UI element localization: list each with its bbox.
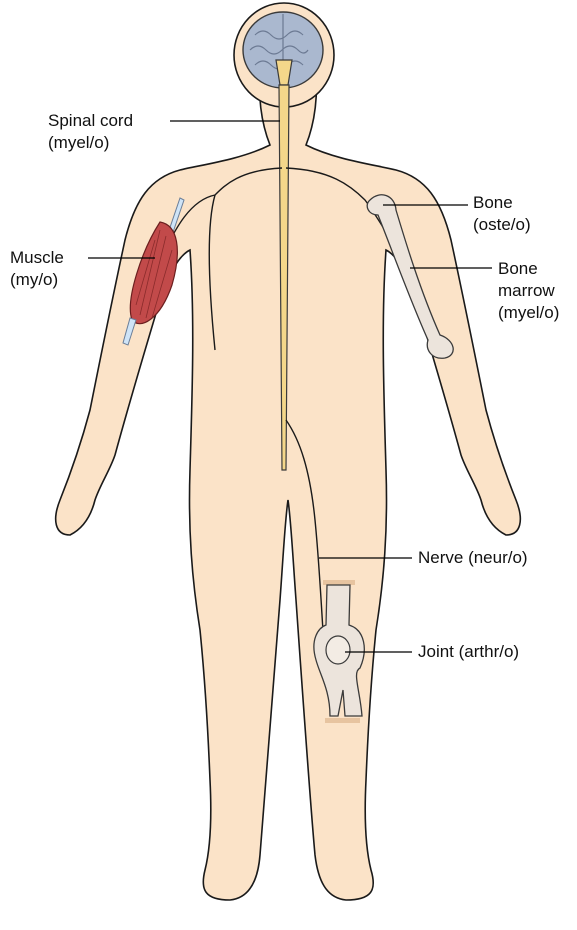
label-joint: Joint (arthr/o) bbox=[418, 641, 519, 663]
label-muscle-root: (my/o) bbox=[10, 269, 64, 291]
joint-femur-cap bbox=[323, 580, 355, 585]
label-nerve-text: Nerve (neur/o) bbox=[418, 547, 528, 569]
label-nerve: Nerve (neur/o) bbox=[418, 547, 528, 569]
label-joint-text: Joint (arthr/o) bbox=[418, 641, 519, 663]
label-bone-marrow-name-line1: Bone bbox=[498, 258, 559, 280]
label-muscle-name: Muscle bbox=[10, 247, 64, 269]
label-spinal-cord-root: (myel/o) bbox=[48, 132, 133, 154]
label-bone: Bone (oste/o) bbox=[473, 192, 531, 236]
label-bone-root: (oste/o) bbox=[473, 214, 531, 236]
label-spinal-cord-name: Spinal cord bbox=[48, 110, 133, 132]
label-bone-name: Bone bbox=[473, 192, 531, 214]
label-bone-marrow-name-line2: marrow bbox=[498, 280, 559, 302]
kneecap bbox=[326, 636, 350, 664]
joint-tibia-cap bbox=[325, 718, 360, 723]
label-bone-marrow: Bone marrow (myel/o) bbox=[498, 258, 559, 324]
label-spinal-cord: Spinal cord (myel/o) bbox=[48, 110, 133, 154]
label-muscle: Muscle (my/o) bbox=[10, 247, 64, 291]
label-bone-marrow-root: (myel/o) bbox=[498, 302, 559, 324]
